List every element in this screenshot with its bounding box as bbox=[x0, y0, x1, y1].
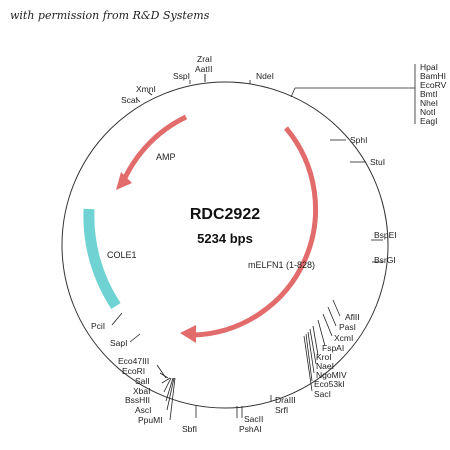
cluster-right-sites: HpaI BamHI EcoRV BmtI NheI NotI EagI bbox=[290, 62, 447, 126]
site-aflii: AflII bbox=[345, 312, 360, 322]
site-asci: AscI bbox=[135, 405, 152, 415]
left-sites: PciI SapI bbox=[91, 312, 141, 348]
site-xcmi: XcmI bbox=[334, 333, 353, 343]
permission-caption: with permission from R&D Systems bbox=[10, 9, 210, 22]
cole1-feature bbox=[83, 208, 121, 310]
site-scai: ScaI bbox=[121, 95, 138, 105]
feature-label-cole1: COLE1 bbox=[107, 250, 137, 260]
bottom-mid-sites: DraIII SrfI SacII PshAI SbfI bbox=[182, 395, 296, 434]
lower-right-sites: AflII PasI XcmI FspAI KroI NaeI NgoMIV E… bbox=[303, 299, 360, 399]
site-noti: NotI bbox=[420, 107, 436, 117]
right-sites: SphI StuI BspEI BsrGI bbox=[330, 135, 397, 265]
site-pshai: PshAI bbox=[239, 424, 262, 434]
site-saci: SacI bbox=[314, 389, 331, 399]
feature-label-amp: AMP bbox=[156, 152, 176, 162]
site-draiii: DraIII bbox=[275, 395, 296, 405]
site-sapi: SapI bbox=[110, 338, 128, 348]
site-ngomiv: NgoMIV bbox=[316, 370, 347, 380]
site-zrai: ZraI bbox=[197, 54, 212, 64]
site-sali: SalI bbox=[135, 376, 150, 386]
feature-label-melfn1: mELFN1 (1-828) bbox=[248, 260, 315, 270]
site-hpai: HpaI bbox=[420, 62, 438, 72]
top-sites: ZraI AatII SspI XmnI ScaI NdeI bbox=[121, 54, 274, 105]
site-pcii: PciI bbox=[91, 321, 105, 331]
site-xmni: XmnI bbox=[136, 84, 156, 94]
amp-arrow bbox=[121, 114, 188, 182]
site-bmti: BmtI bbox=[420, 89, 437, 99]
site-sphi: SphI bbox=[350, 135, 368, 145]
site-bsrgi: BsrGI bbox=[374, 255, 396, 265]
site-bspei: BspEI bbox=[374, 230, 397, 240]
site-bsshii: BssHII bbox=[125, 395, 150, 405]
site-ndei: NdeI bbox=[256, 71, 274, 81]
plasmid-backbone bbox=[61, 81, 389, 409]
site-srfi: SrfI bbox=[275, 405, 288, 415]
site-xbai: XbaI bbox=[133, 386, 151, 396]
site-eco53ki: Eco53kI bbox=[314, 379, 345, 389]
site-aatii: AatII bbox=[195, 64, 212, 74]
site-kroi: KroI bbox=[316, 352, 332, 362]
plasmid-size: 5234 bps bbox=[197, 231, 253, 246]
site-pasi: PasI bbox=[339, 322, 356, 332]
site-bamhi: BamHI bbox=[420, 71, 446, 81]
site-naei: NaeI bbox=[316, 361, 334, 371]
melfn1-arrow bbox=[193, 126, 319, 338]
site-ecorv: EcoRV bbox=[420, 80, 447, 90]
site-sacii: SacII bbox=[244, 414, 263, 424]
site-ppumi: PpuMI bbox=[138, 415, 163, 425]
site-ecori: EcoRI bbox=[122, 366, 145, 376]
site-fspai: FspAI bbox=[322, 343, 344, 353]
amp-arrowhead bbox=[116, 172, 132, 190]
site-eagi: EagI bbox=[420, 116, 438, 126]
plasmid-name: RDC2922 bbox=[190, 206, 260, 223]
site-stui: StuI bbox=[370, 157, 385, 167]
site-sspi: SspI bbox=[173, 71, 190, 81]
site-eco47iii: Eco47III bbox=[118, 356, 149, 366]
site-nhei: NheI bbox=[420, 98, 438, 108]
site-sbfi: SbfI bbox=[182, 424, 197, 434]
melfn1-arrowhead bbox=[180, 325, 196, 343]
lower-left-sites: Eco47III EcoRI SalI XbaI BssHII AscI Ppu… bbox=[118, 356, 176, 425]
